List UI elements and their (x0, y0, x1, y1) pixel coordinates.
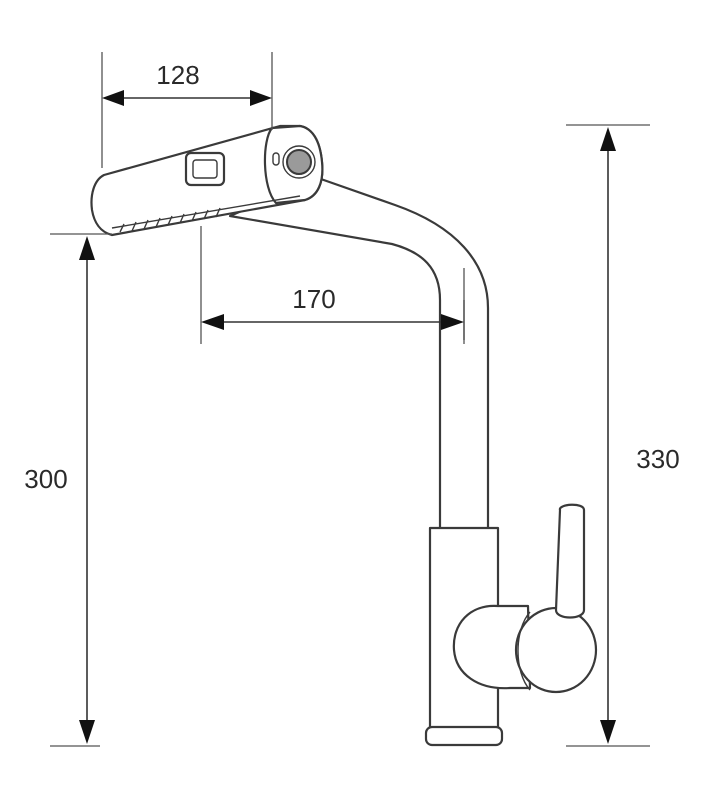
arrow-bottom (79, 720, 95, 744)
arrow-right (441, 314, 464, 330)
dimension-label-128: 128 (156, 60, 199, 90)
arrow-left (201, 314, 224, 330)
dimension-spout-height: 300 (24, 233, 112, 747)
faucet-handle-assembly (452, 503, 598, 694)
spray-head (90, 124, 324, 237)
dimension-reach: 170 (200, 226, 465, 344)
arrow-top (79, 236, 95, 260)
dimension-label-330: 330 (636, 444, 679, 474)
spray-mode-button-inner-icon (192, 159, 218, 179)
spray-round-button-icon (286, 149, 312, 175)
arrow-left (102, 90, 124, 106)
arrow-right (250, 90, 272, 106)
dimension-total-height: 330 (566, 124, 680, 747)
arrow-top (600, 127, 616, 151)
faucet-base (424, 725, 504, 747)
faucet-neck (228, 176, 490, 532)
spray-head-bottom-edge (111, 195, 301, 229)
spray-round-button-ring-icon (282, 145, 316, 179)
handle-cap (514, 606, 598, 694)
dimension-label-170: 170 (292, 284, 335, 314)
faucet-drawing (90, 124, 598, 747)
handle-lever (554, 503, 586, 619)
dimension-label-300: 300 (24, 464, 67, 494)
spray-indicator-light-icon (272, 152, 280, 166)
spray-outlet-texture (119, 207, 221, 233)
dimension-spout-length: 128 (101, 52, 273, 168)
handle-cartridge (452, 604, 532, 690)
handle-cap-ring (517, 611, 531, 691)
arrow-bottom (600, 720, 616, 744)
spray-mode-button-icon (184, 151, 226, 187)
